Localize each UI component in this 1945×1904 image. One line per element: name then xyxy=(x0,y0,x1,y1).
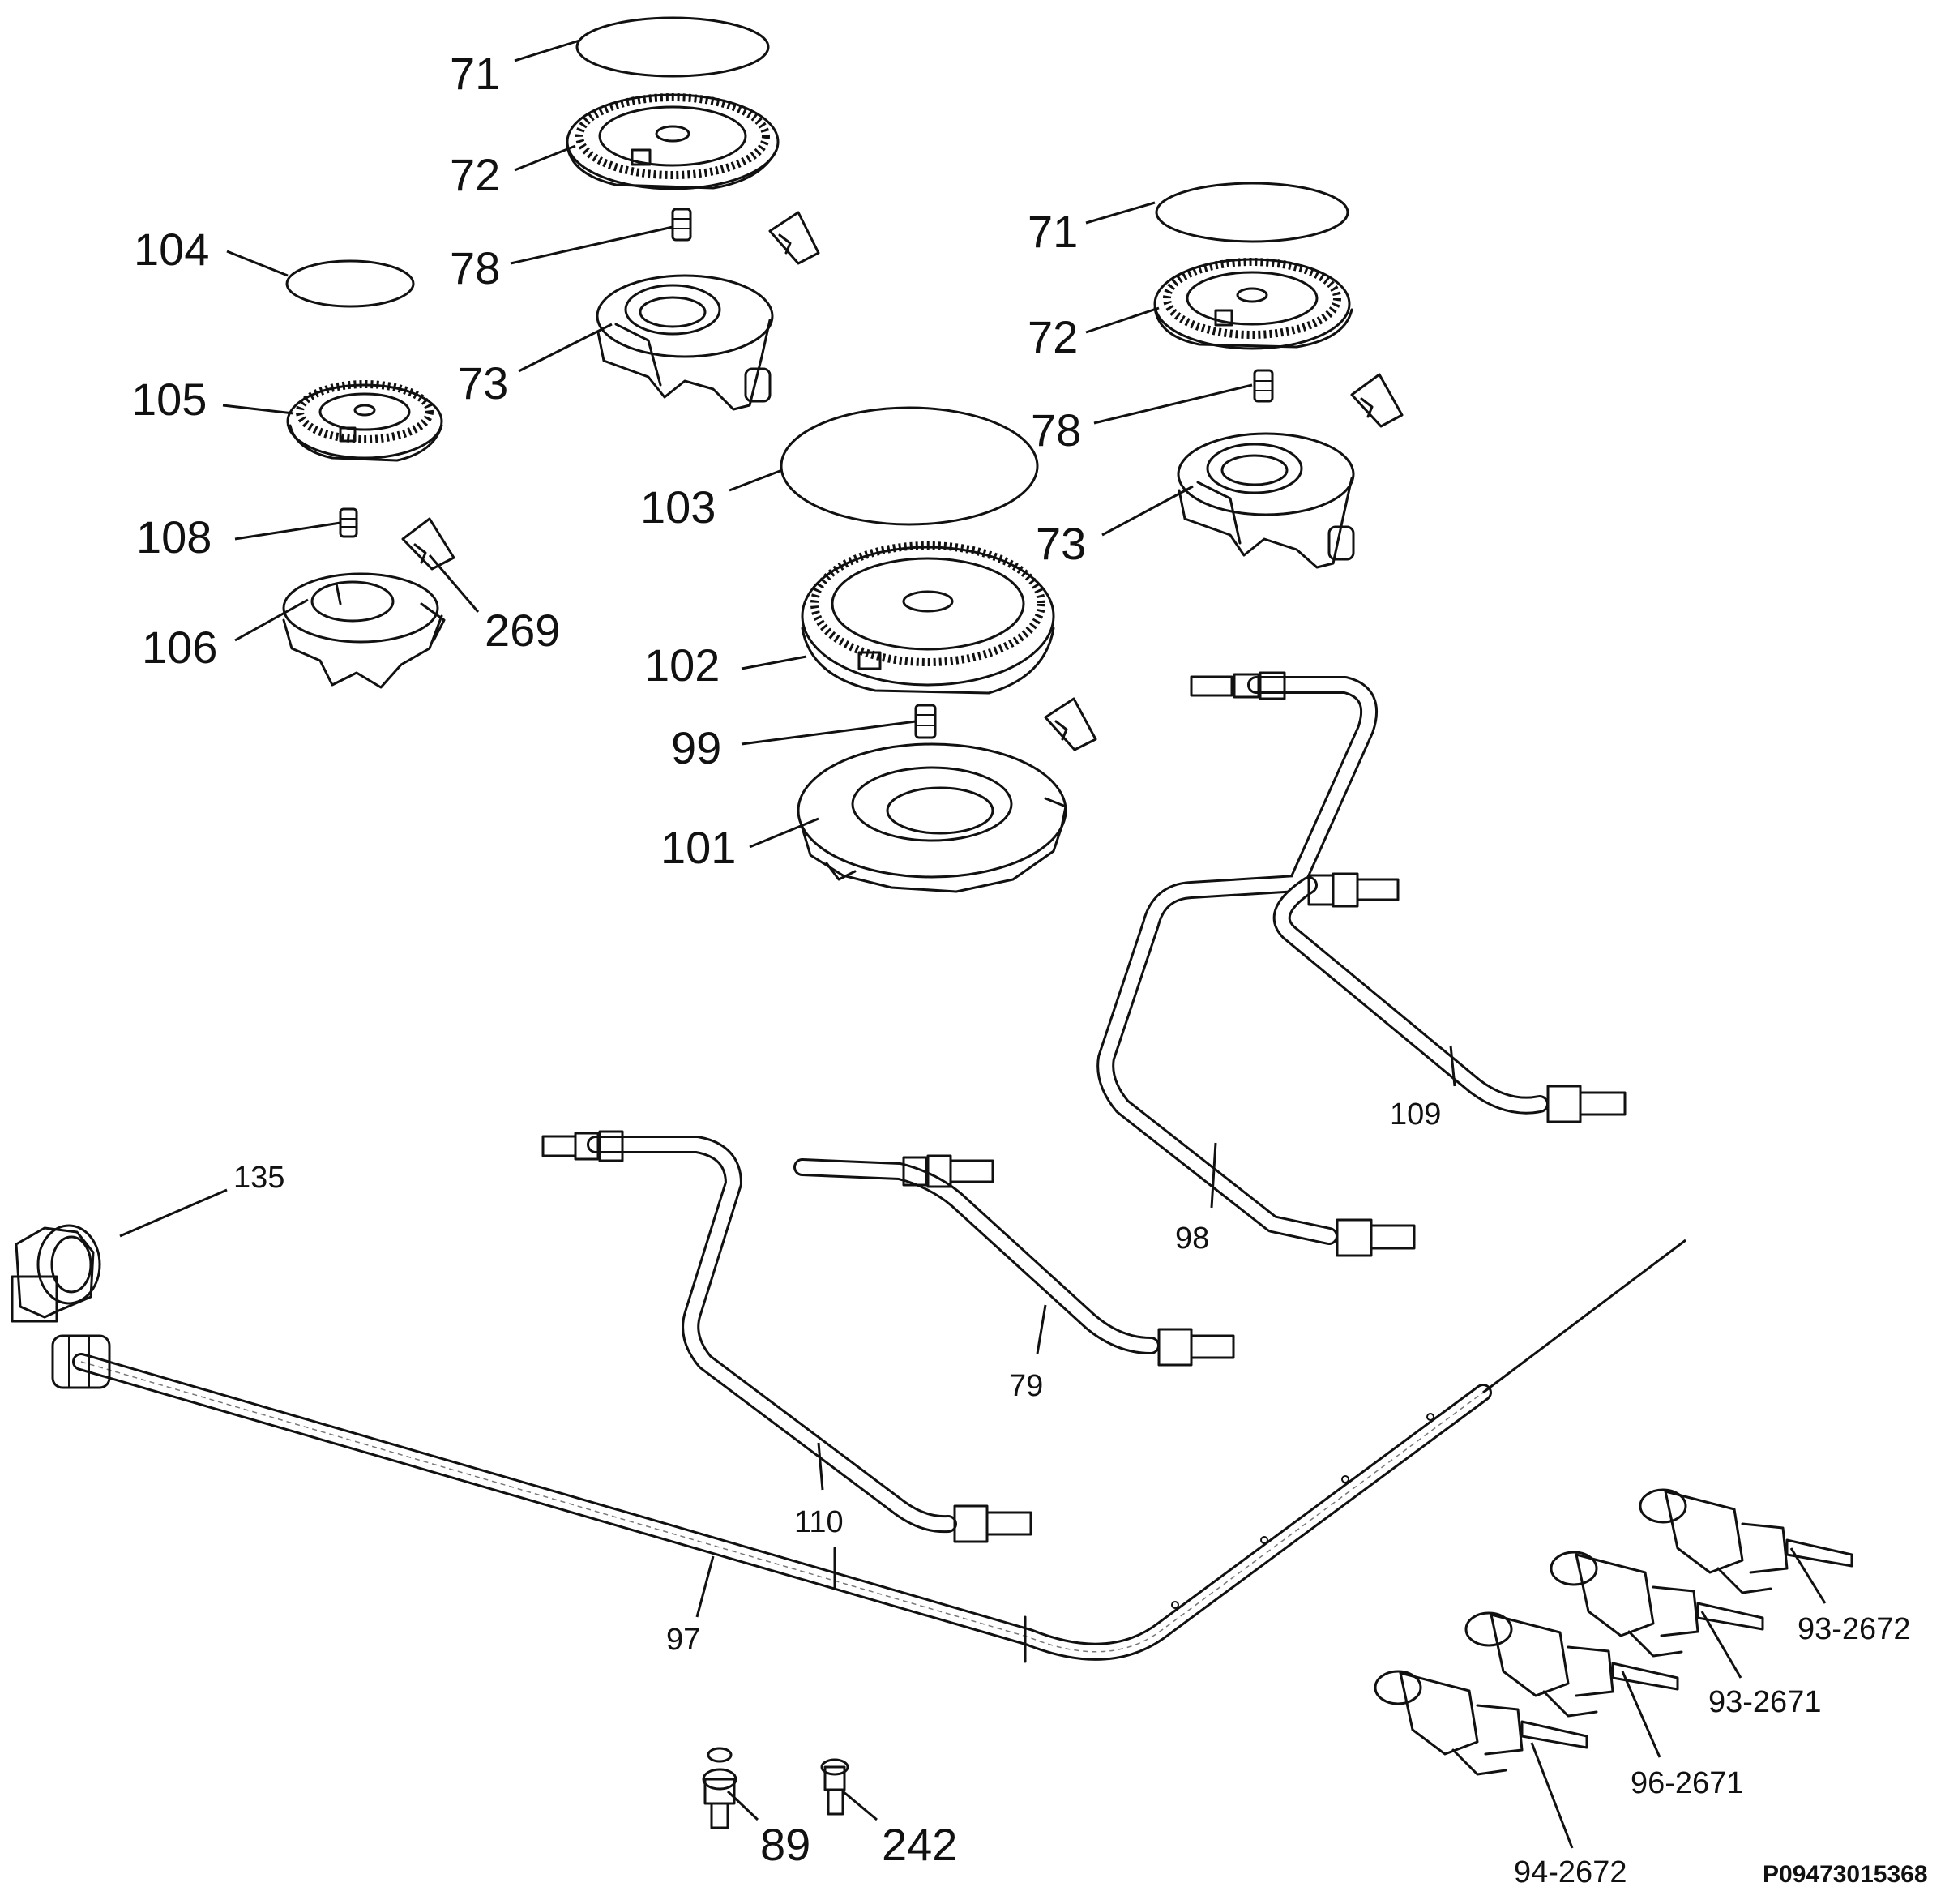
label-135: 135 xyxy=(233,1161,284,1195)
label-101: 101 xyxy=(660,822,736,873)
injector-pin-108 xyxy=(339,507,358,538)
burner-wok xyxy=(780,406,1097,893)
burner-cap-103 xyxy=(780,406,1039,526)
label-96-2671: 96-2671 xyxy=(1631,1766,1743,1800)
burner-body-106 xyxy=(282,572,446,689)
flame-spreader-72-right xyxy=(1153,258,1353,350)
label-71-left: 71 xyxy=(450,48,500,99)
label-102: 102 xyxy=(644,640,720,691)
label-79: 79 xyxy=(1009,1369,1043,1403)
part-labels: 71 72 78 73 104 105 108 106 269 71 72 78… xyxy=(131,48,1928,1889)
label-105: 105 xyxy=(131,374,207,425)
flame-spreader-72-left xyxy=(566,93,780,190)
injector-pin-99 xyxy=(914,704,937,739)
label-78-left: 78 xyxy=(450,242,500,293)
burner-large-left xyxy=(566,16,820,411)
label-97: 97 xyxy=(666,1623,700,1657)
burner-cap-104 xyxy=(285,259,415,308)
elbow-135 xyxy=(11,1224,101,1323)
pipe-98 xyxy=(1096,671,1416,1257)
burner-cap-71-right xyxy=(1155,182,1349,243)
label-108: 108 xyxy=(136,511,212,563)
leader-lines xyxy=(119,39,1827,1849)
pipe-110 xyxy=(541,1130,1032,1543)
label-93-2672: 93-2672 xyxy=(1798,1612,1910,1646)
burner-body-101 xyxy=(797,742,1067,893)
label-89: 89 xyxy=(760,1819,810,1870)
label-103: 103 xyxy=(640,481,716,533)
label-94-2672: 94-2672 xyxy=(1514,1855,1627,1889)
burner-cap-71-left xyxy=(575,16,770,78)
flame-spreader-105 xyxy=(286,380,443,462)
burner-small xyxy=(282,259,455,689)
label-73-left: 73 xyxy=(458,357,508,409)
gas-tap-94-2672 xyxy=(1374,1670,1588,1776)
label-242: 242 xyxy=(882,1819,957,1870)
pipe-79 xyxy=(793,1154,1235,1367)
label-71-right: 71 xyxy=(1028,206,1078,257)
clip-269 xyxy=(401,517,455,571)
label-109: 109 xyxy=(1390,1097,1441,1132)
label-99: 99 xyxy=(671,722,721,773)
clip-icon-right-large xyxy=(1350,373,1404,428)
injector-pin-78-left xyxy=(671,208,692,242)
pipe-97-main xyxy=(51,1239,1686,1663)
burner-large-right xyxy=(1153,182,1404,569)
clip-icon-left-large xyxy=(768,211,820,265)
gas-tap-96-2671 xyxy=(1464,1611,1679,1718)
gas-tap-93-2672 xyxy=(1639,1488,1853,1594)
gas-tap-93-2671 xyxy=(1550,1551,1764,1658)
label-73-right: 73 xyxy=(1036,518,1086,569)
injector-89 xyxy=(702,1747,737,1829)
label-98: 98 xyxy=(1175,1222,1209,1256)
label-93-2671: 93-2671 xyxy=(1708,1685,1821,1719)
flame-spreader-102 xyxy=(801,541,1055,695)
clip-icon-wok xyxy=(1044,697,1097,751)
pipe-109 xyxy=(1272,872,1627,1123)
label-72-right: 72 xyxy=(1028,311,1078,362)
label-110: 110 xyxy=(794,1505,844,1539)
label-106: 106 xyxy=(142,622,217,673)
label-104: 104 xyxy=(134,224,209,275)
label-269: 269 xyxy=(485,605,560,656)
burner-body-73-right xyxy=(1177,432,1355,569)
label-78-right: 78 xyxy=(1031,404,1081,456)
drawing-code: P09473015368 xyxy=(1763,1861,1928,1888)
injector-pin-78-right xyxy=(1253,369,1274,403)
burner-body-73-left xyxy=(596,274,774,411)
label-72-left: 72 xyxy=(450,149,500,200)
injector-242 xyxy=(820,1758,849,1816)
